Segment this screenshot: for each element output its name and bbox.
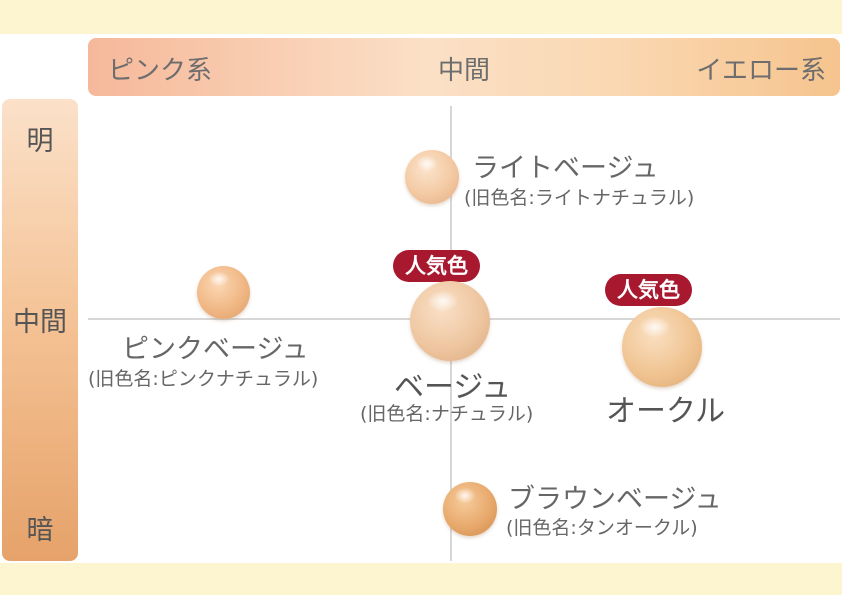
- hue-axis-center-label: 中間: [437, 56, 490, 86]
- hue-axis-pink-label: ピンク系: [108, 56, 213, 86]
- ochre-swatch: [622, 307, 702, 387]
- light-beige-former-name: (旧色名:ライトナチュラル): [464, 187, 695, 209]
- pink-beige-name: ピンクベージュ: [122, 334, 309, 365]
- beige-former-name: (旧色名:ナチュラル): [360, 403, 534, 425]
- light-beige-swatch: [405, 150, 459, 204]
- brown-beige-swatch: [443, 482, 497, 536]
- brown-beige-name: ブラウンベージュ: [508, 484, 722, 515]
- popular-badge: 人気色: [605, 274, 692, 306]
- ochre-name: オークル: [606, 394, 726, 429]
- brown-beige-former-name: (旧色名:タンオークル): [506, 517, 698, 539]
- hue-axis: ピンク系 中間 イエロー系: [88, 38, 840, 96]
- brightness-axis-dark-label: 暗: [26, 515, 54, 546]
- brightness-axis: 明 中間 暗: [2, 99, 78, 561]
- pink-beige-former-name: (旧色名:ピンクナチュラル): [88, 368, 319, 390]
- popular-badge: 人気色: [393, 250, 480, 282]
- pink-beige-swatch: [197, 266, 250, 319]
- beige-name: ベージュ: [394, 370, 512, 405]
- brightness-axis-center-label: 中間: [13, 307, 67, 338]
- brightness-axis-light-label: 明: [26, 126, 54, 157]
- hue-axis-yellow-label: イエロー系: [696, 56, 826, 86]
- beige-swatch: [410, 281, 490, 361]
- light-beige-name: ライトベージュ: [472, 153, 659, 184]
